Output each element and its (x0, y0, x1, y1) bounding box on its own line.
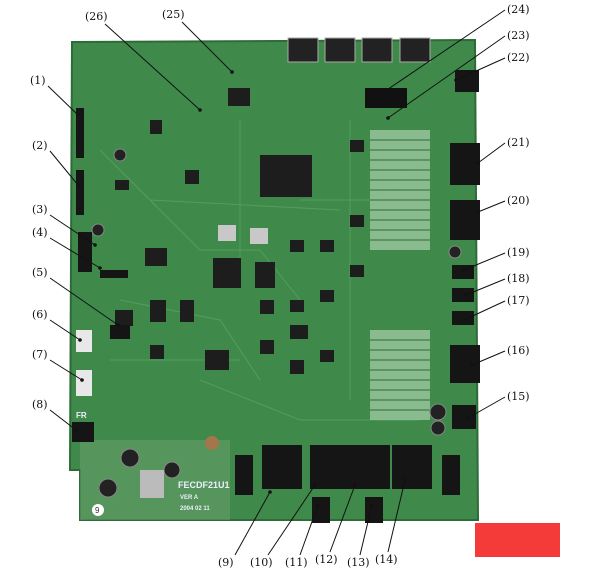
callout-leader-line (104, 23, 201, 111)
callout-leader-line (455, 57, 506, 81)
highlight-block (475, 523, 560, 557)
callout-arrowhead (370, 503, 374, 507)
callout-leader-line (371, 9, 506, 101)
callout-leader-line (299, 504, 319, 556)
callout-label-7: (7) (32, 348, 48, 361)
callout-arrowhead (464, 293, 468, 297)
callout-leader-line (359, 504, 373, 556)
callout-leader-line (387, 35, 506, 119)
callout-leader-line (477, 200, 506, 213)
callout-label-13: (13) (347, 556, 370, 569)
callout-leader-line (234, 491, 271, 556)
callout-leader-line (181, 21, 233, 73)
callout-label-8: (8) (32, 398, 48, 411)
callout-label-20: (20) (507, 194, 530, 207)
callout-arrowhead (353, 483, 357, 487)
callout-label-10: (10) (250, 556, 273, 569)
callout-leader-line (49, 214, 96, 246)
callout-label-3: (3) (32, 203, 48, 216)
callout-arrowhead (98, 266, 102, 270)
circuit-board: FECDF21U1 VER A 2004 02 11 FR 9 (68, 37, 480, 523)
callout-labels: (1) (2) (3) (4) (5) (6) (7) (8) (9) (10) (11) (12) (… (30, 3, 530, 569)
callout-leader-line (329, 484, 356, 553)
callout-label-15: (15) (507, 390, 530, 403)
callout-leader-line (463, 300, 506, 321)
callout-label-24: (24) (507, 3, 530, 16)
callout-leader-line (477, 142, 506, 164)
callout-arrowhead (470, 363, 474, 367)
board-version-text: VER A (180, 495, 199, 501)
callout-label-6: (6) (32, 308, 48, 321)
callout-leader-line (49, 409, 77, 431)
callout-arrowhead (74, 428, 78, 432)
callout-arrowhead (78, 338, 82, 342)
callout-label-14: (14) (375, 553, 398, 566)
callout-arrowhead (80, 378, 84, 382)
callout-leader-line (467, 396, 506, 419)
callout-label-18: (18) (507, 272, 530, 285)
callout-arrowhead (268, 490, 272, 494)
callout-label-21: (21) (507, 136, 530, 149)
callout-label-11: (11) (285, 556, 308, 569)
callout-arrowhead (370, 98, 374, 102)
board-badge: 9 (95, 506, 100, 515)
callout-leader-line (471, 350, 506, 366)
callout-arrowhead (454, 78, 458, 82)
callout-label-22: (22) (507, 51, 530, 64)
callout-leader-line (49, 150, 79, 186)
callout-arrowhead (403, 478, 407, 482)
callout-arrowhead (116, 323, 120, 327)
callout-arrowhead (198, 108, 202, 112)
callout-label-5: (5) (32, 266, 48, 279)
callout-leader-line (463, 252, 506, 271)
board-model-text: FECDF21U1 (178, 480, 230, 490)
callout-arrowhead (476, 161, 480, 165)
callout-arrowhead (76, 113, 80, 117)
callout-label-26: (26) (85, 10, 108, 23)
callout-arrowhead (230, 70, 234, 74)
board-date-text: 2004 02 11 (180, 506, 210, 512)
callout-leader-line (49, 359, 83, 381)
callout-label-16: (16) (507, 344, 530, 357)
callout-label-9: (9) (218, 556, 234, 569)
callout-label-19: (19) (507, 246, 530, 259)
callout-arrowhead (93, 243, 97, 247)
callout-arrowhead (76, 183, 80, 187)
callout-leader-line (387, 479, 406, 553)
callout-label-17: (17) (507, 294, 530, 307)
callout-arrowhead (316, 503, 320, 507)
callout-leader-line (49, 319, 81, 341)
callout-arrowhead (466, 416, 470, 420)
callout-label-4: (4) (32, 226, 48, 239)
callout-label-12: (12) (315, 553, 338, 566)
callout-arrowhead (462, 268, 466, 272)
callout-leader-line (49, 237, 101, 269)
board-corner-mark: FR (76, 411, 87, 420)
callout-leader-line (267, 484, 316, 556)
callout-arrowhead (313, 483, 317, 487)
callout-label-23: (23) (507, 29, 530, 42)
callout-leader-line (49, 277, 119, 326)
callout-arrowhead (462, 318, 466, 322)
callout-label-1: (1) (30, 74, 46, 87)
callout-label-2: (2) (32, 139, 48, 152)
callout-arrowhead (476, 210, 480, 214)
callout-label-25: (25) (162, 8, 185, 21)
callout-leader-line (465, 278, 506, 296)
callout-leader-line (47, 85, 79, 116)
callout-arrowhead (386, 116, 390, 120)
